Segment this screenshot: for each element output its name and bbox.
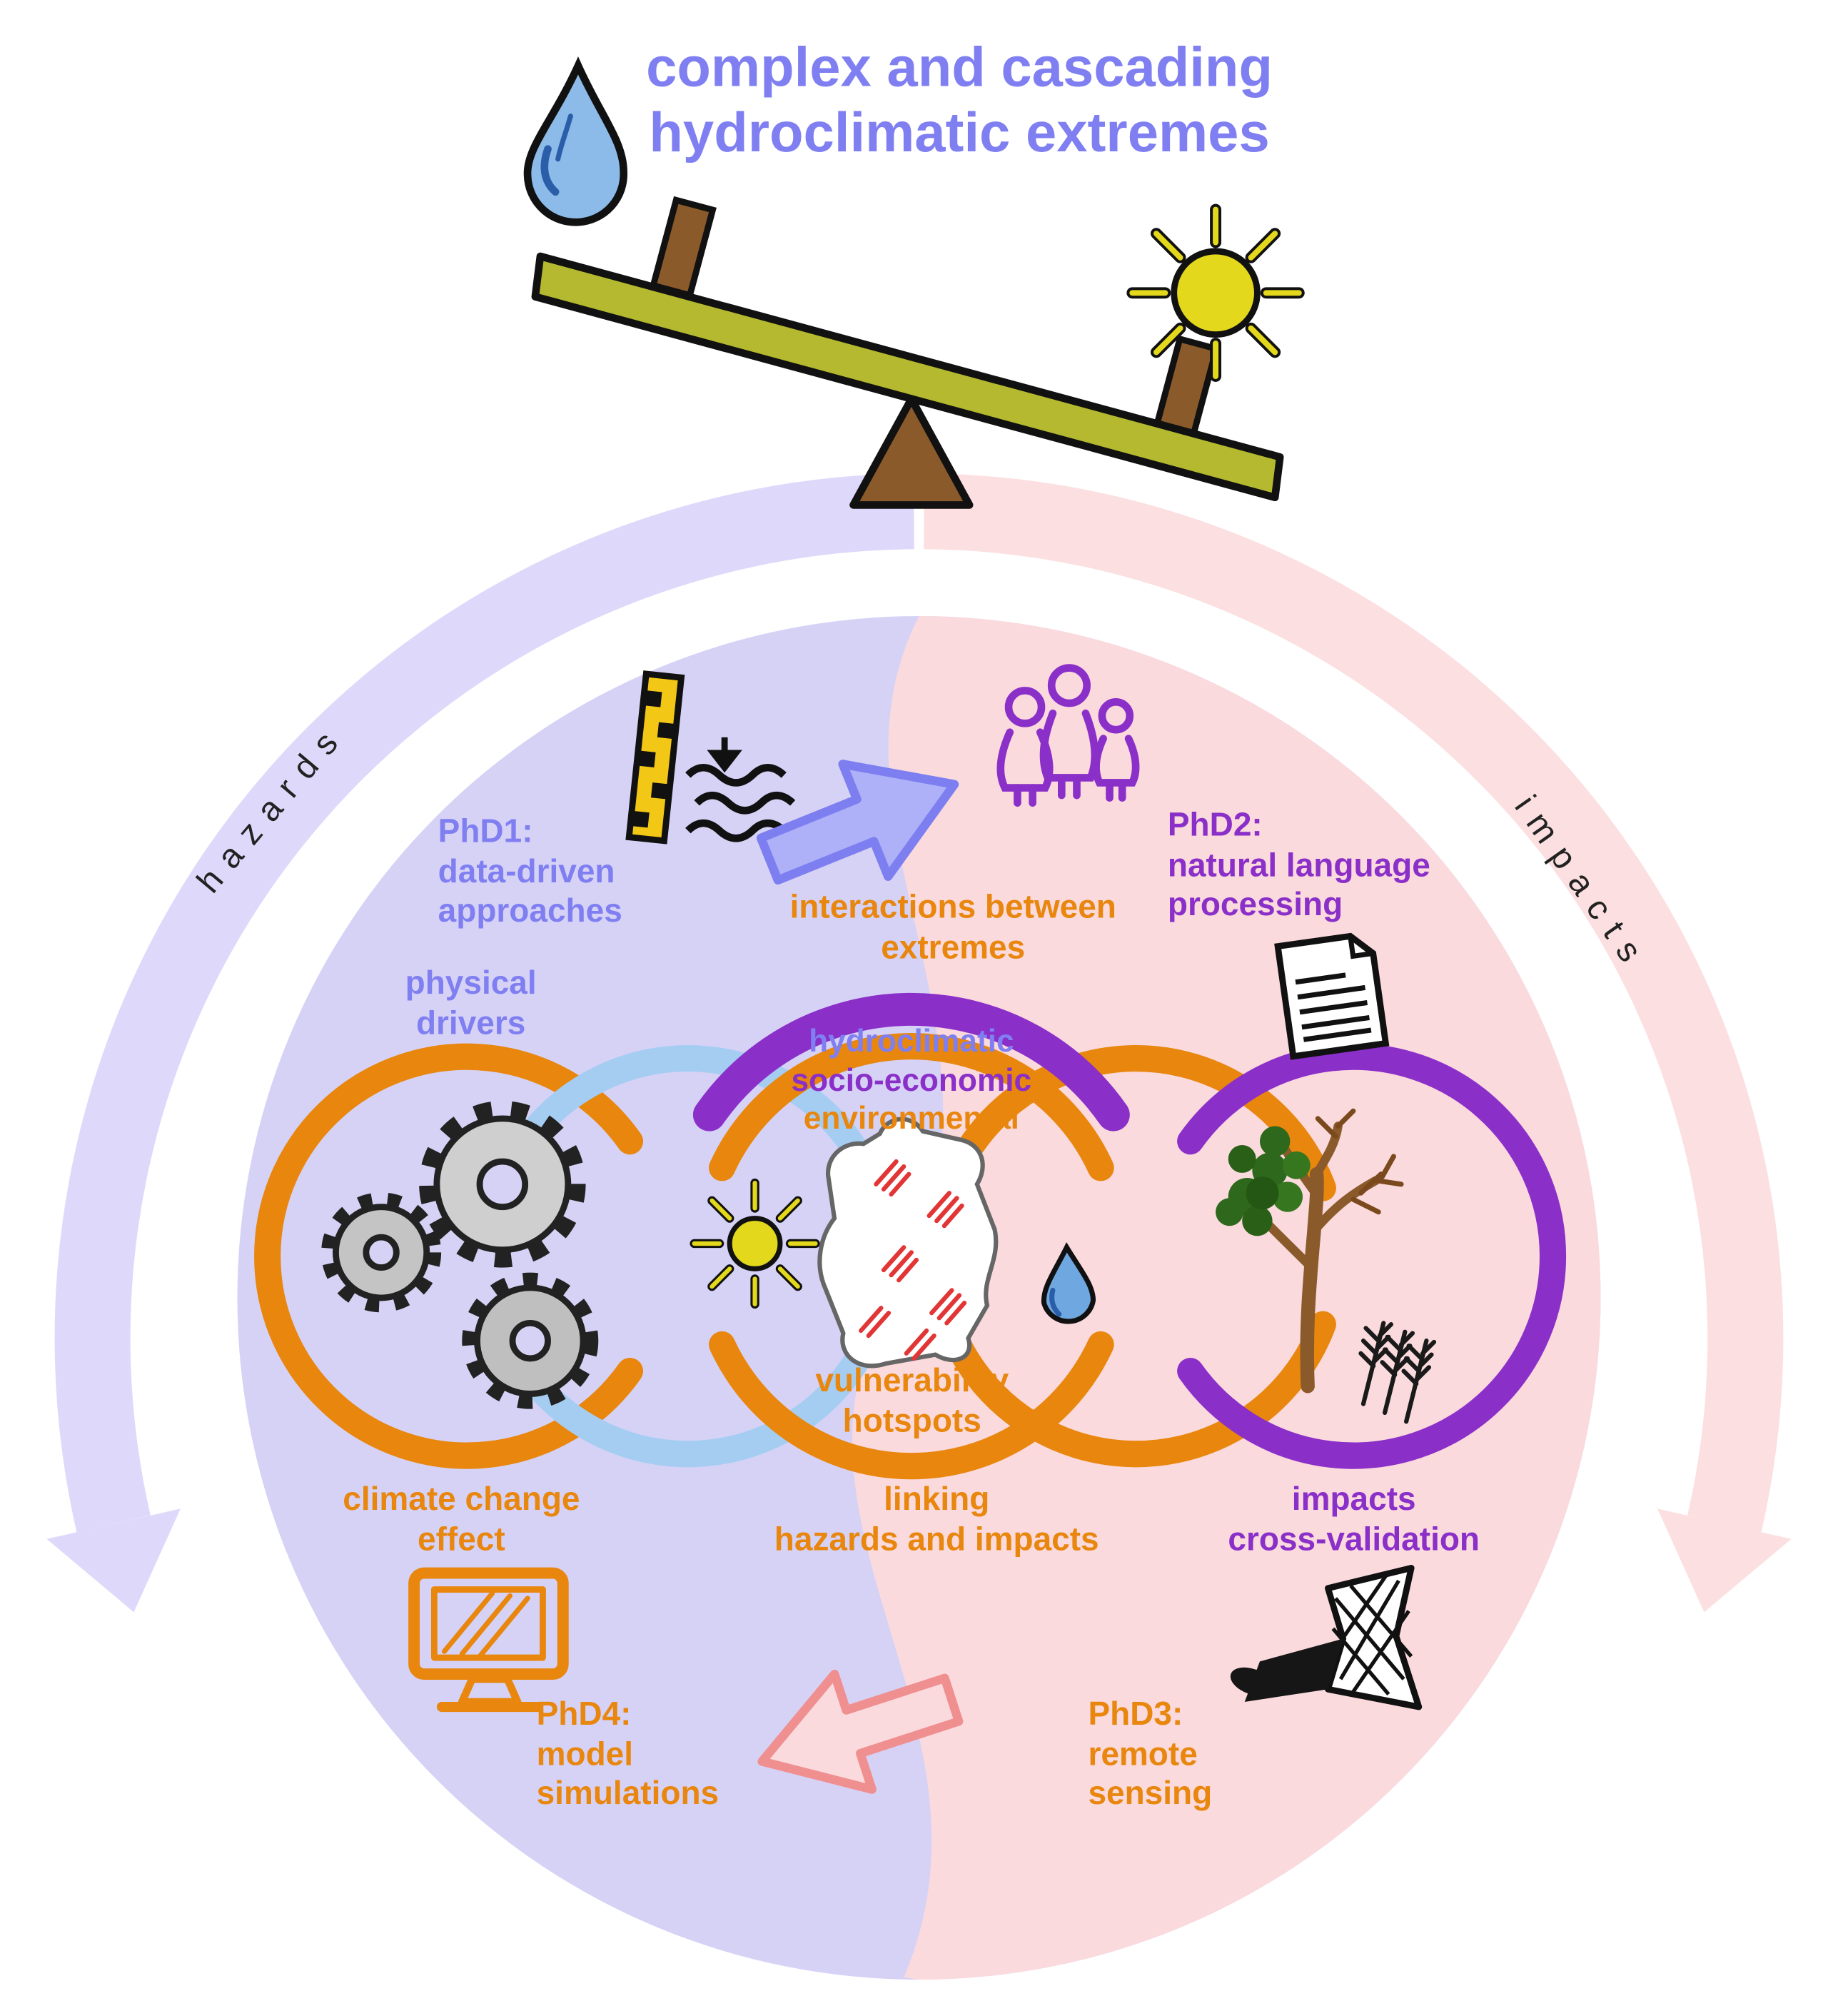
hazards-arrow-icon [46,473,914,1613]
orange-ring-right [936,1045,1336,1468]
phd4-line1: model [536,1734,634,1773]
cross-validation-line1: impacts [1291,1479,1416,1518]
gears-icon [321,1101,599,1409]
people-icon [996,664,1140,807]
cross-validation-line2: cross-validation [1228,1519,1480,1558]
phd1-line2: approaches [438,892,622,930]
phd4-heading: PhD4: [536,1694,632,1733]
cross-validation-label: impacts cross-validation [1206,1480,1503,1560]
phd1-line1: data-driven [438,852,615,890]
phd3-label: PhD3: remote sensing [1088,1694,1212,1814]
tree-foliage [1216,1126,1311,1236]
phd1-label: PhD1: data-driven approaches [438,812,622,932]
climate-change-label: climate change effect [325,1480,597,1560]
linking-line1: linking [884,1479,990,1518]
term-environmental: environmental [803,1101,1019,1136]
linking-line2: hazards and impacts [774,1519,1099,1558]
stream-gauge-icon [625,670,796,845]
figure-title: complex and cascading hydroclimatic extr… [480,36,1439,167]
figure-title-line1: complex and cascading [646,36,1273,99]
phd3-line2: sensing [1088,1774,1213,1813]
climate-change-line1: climate change [343,1479,580,1518]
phd2-heading: PhD2: [1167,805,1263,844]
phd2-line1: natural language [1167,845,1430,884]
seesaw-icon [531,196,1284,509]
hotspot-hatches [859,1159,967,1361]
orange-ring-center [709,1033,1114,1480]
physical-drivers-line1: physical [405,963,537,1002]
vulnerability-line1: vulnerability [815,1361,1009,1399]
physical-drivers-line2: drivers [415,1003,526,1042]
phd3-heading: PhD3: [1088,1694,1183,1733]
linking-label: linking hazards and impacts [747,1480,1126,1560]
wheat-icon [1358,1321,1434,1421]
figure-title-line2: hydroclimatic extremes [649,102,1270,164]
right-arrow-icon [756,760,959,885]
interactions-label: interactions between extremes [744,887,1161,967]
telescope-icon [1230,1565,1423,1710]
small-sun-icon [690,1178,820,1309]
impacts-arrow-icon [924,473,1792,1613]
purple-ring-right [1177,1043,1567,1469]
phd1-heading: PhD1: [438,812,533,850]
interactions-line2: extremes [881,927,1026,966]
water-droplet-icon [523,56,627,226]
phd4-line2: simulations [536,1774,719,1813]
germany-map-icon [817,1117,999,1369]
term-socio-economic: socio-economic [791,1062,1032,1098]
sun-icon [1126,203,1305,382]
vulnerability-label: vulnerability hotspots [770,1361,1054,1441]
vulnerability-line2: hotspots [842,1401,981,1439]
small-droplet-icon [1041,1241,1096,1324]
phd2-label: PhD2: natural language processing [1168,805,1430,925]
document-icon [1274,932,1390,1060]
tree-icon [1216,1108,1404,1393]
phd2-line2: processing [1167,885,1343,924]
center-terms-label: hydroclimatic socio-economic environment… [754,1022,1069,1138]
climate-change-line2: effect [418,1519,505,1558]
orange-ring-left [254,1043,644,1469]
left-arrow-icon [757,1669,964,1794]
impacts-half-disc [852,616,1601,1980]
term-hydroclimatic: hydroclimatic [809,1024,1014,1059]
monitor-icon [408,1567,569,1713]
phd4-label: PhD4: model simulations [537,1694,719,1814]
interactions-line1: interactions between [789,887,1116,926]
phd3-line1: remote [1088,1734,1198,1773]
physical-drivers-label: physical drivers [370,963,572,1043]
purple-arc-top-center [692,992,1130,1132]
